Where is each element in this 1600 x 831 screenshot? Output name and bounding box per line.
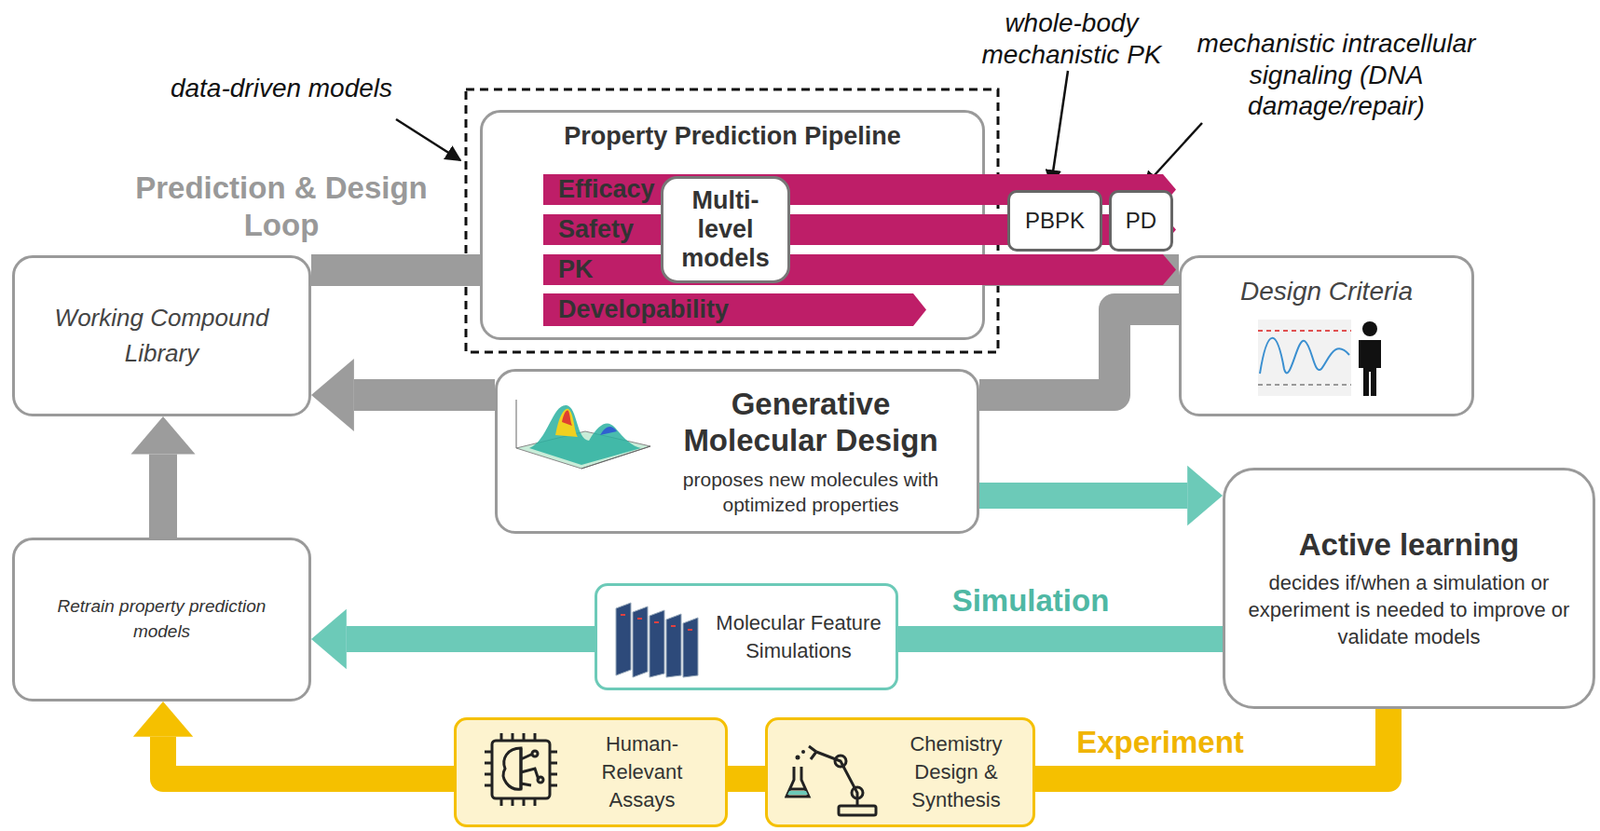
connector-line: [1035, 709, 1389, 780]
node-body: decides if/when a simulation or experime…: [1238, 570, 1580, 651]
active-learning-box: Active learning decides if/when a simulat…: [1222, 467, 1596, 710]
property-band: Developability: [543, 293, 927, 327]
arrow-head: [133, 701, 193, 738]
simulation-box: Molecular Feature Simulations: [594, 583, 899, 691]
assay-box: Human-Relevant Assays: [453, 717, 728, 828]
leader-line: [396, 119, 461, 161]
node-title: Human-Relevant Assays: [566, 730, 718, 814]
flow-connector: [131, 416, 196, 538]
node-title: Retrain property prediction models: [33, 594, 290, 644]
model-box: Multi-level models: [660, 176, 791, 284]
pd-box: PD: [1108, 190, 1174, 252]
library-box: Working Compound Library: [12, 255, 312, 417]
node-title: PK: [558, 255, 594, 285]
connector-line: [727, 765, 766, 793]
connector-line: [163, 737, 454, 780]
node-title: PBPK: [1025, 207, 1085, 234]
generative-box: Generative Molecular Design proposes new …: [494, 369, 980, 534]
robot-arm-icon: [784, 729, 888, 823]
flow-connector: [311, 609, 595, 670]
flow-connector: [979, 309, 1179, 396]
connector-line: [311, 254, 480, 287]
callout-label: data-driven models: [132, 72, 431, 105]
leader-line: [1051, 70, 1068, 185]
flow-connector: [133, 701, 454, 780]
criteria-chart-icon: [1256, 317, 1387, 400]
connector-line: [979, 309, 1179, 396]
connector-line: [149, 454, 178, 539]
node-title: Property Prediction Pipeline: [563, 122, 902, 151]
band-shape: [543, 254, 1177, 286]
node-title: Design Criteria: [1240, 276, 1413, 307]
connector-line: [898, 626, 1223, 653]
callout-label: mechanistic intracellular signaling (DNA…: [1196, 27, 1477, 123]
arrow-head: [311, 609, 347, 670]
surface-plot-icon: [510, 394, 657, 479]
flow-connector: [979, 465, 1223, 526]
node-title: Working Compound Library: [14, 300, 309, 371]
node-title: Molecular Feature Simulations: [709, 609, 889, 665]
node-title: Multi-level models: [669, 186, 782, 274]
brain-chip-icon: [477, 725, 565, 823]
synthesis-box: Chemistry Design & Synthesis: [765, 717, 1036, 828]
server-rack-icon: [612, 601, 710, 680]
node-title: PD: [1125, 207, 1157, 234]
arrow-head: [131, 416, 196, 455]
pbpk-box: PBPK: [1007, 190, 1103, 252]
node-title: Chemistry Design & Synthesis: [887, 730, 1026, 814]
node-title: Safety: [558, 215, 634, 245]
node-body: proposes new molecules with optimized pr…: [656, 466, 966, 519]
flow-connector: [1035, 709, 1389, 780]
property-band: PK: [543, 254, 1177, 286]
connector-line: [346, 626, 595, 653]
loop-title: Prediction & Design Loop: [104, 169, 459, 244]
flow-connector: [311, 358, 495, 432]
connector-line: [354, 379, 495, 411]
node-title: Efficacy: [558, 175, 656, 205]
node-title: Active learning: [1299, 526, 1520, 564]
flow-connector: [898, 639, 1223, 641]
arrow-head: [311, 358, 355, 432]
loop-label: Experiment: [1072, 724, 1248, 761]
flow-connector: [727, 779, 766, 780]
node-title: Generative Molecular Design: [656, 385, 966, 460]
flow-connector: [311, 270, 480, 272]
pipeline-box: Property Prediction PipelineEfficacySafe…: [479, 109, 985, 341]
node-title: Developability: [558, 295, 729, 325]
criteria-box: Design Criteria: [1178, 255, 1475, 417]
arrow-head: [1187, 465, 1223, 526]
connector-line: [979, 482, 1188, 509]
retrain-box: Retrain property prediction models: [12, 537, 312, 702]
loop-label: Simulation: [948, 583, 1114, 619]
callout-label: whole-body mechanistic PK: [964, 7, 1179, 70]
